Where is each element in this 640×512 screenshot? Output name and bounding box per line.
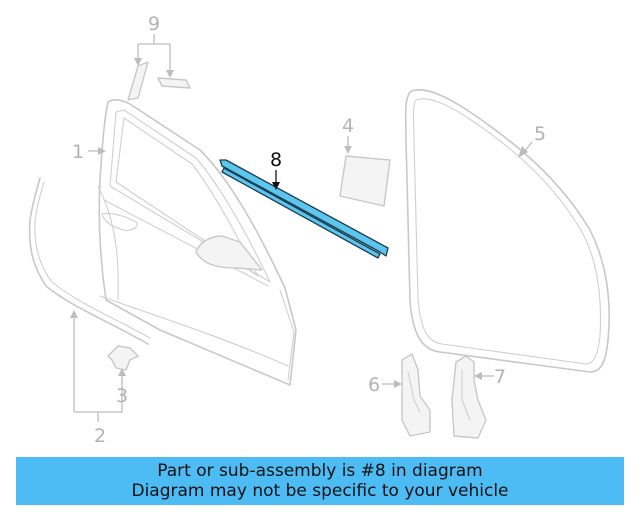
part-5-body-weatherstrip [404,89,610,373]
callout-3[interactable]: 3 [116,385,128,407]
callout-6-leader [382,380,402,388]
banner-line-1: Part or sub-assembly is #8 in diagram [157,461,483,481]
callout-4-leader [344,136,352,154]
callout-7-leader [474,372,494,380]
part-3-clip [107,345,139,371]
banner-line-2: Diagram may not be specific to your vehi… [131,481,509,501]
part-4-pad [339,155,391,207]
callout-2-leader [70,310,123,422]
callout-2[interactable]: 2 [94,425,106,447]
callout-5-leader [518,141,533,158]
callout-4[interactable]: 4 [342,115,354,137]
part-7-pillar-trim [451,355,487,439]
callout-3-leader [118,368,126,384]
parts-diagram: 9 1 2 3 8 [28,13,610,447]
callout-9[interactable]: 9 [148,13,160,35]
part-2-weatherstrip [28,177,151,345]
callout-1[interactable]: 1 [72,141,84,163]
part-1-front-door [97,99,297,386]
callout-8-leader [272,170,280,190]
callout-1-leader [88,147,106,155]
callout-6[interactable]: 6 [368,374,380,396]
callout-7[interactable]: 7 [494,366,506,388]
callout-9-leader [134,34,174,78]
part-6-pillar-trim [401,353,431,437]
part-8-belt-molding [219,159,389,259]
info-banner: Part or sub-assembly is #8 in diagram Di… [16,457,624,505]
callout-5[interactable]: 5 [534,123,546,145]
part-9-trim-pieces [127,61,191,101]
callout-8[interactable]: 8 [270,149,282,171]
